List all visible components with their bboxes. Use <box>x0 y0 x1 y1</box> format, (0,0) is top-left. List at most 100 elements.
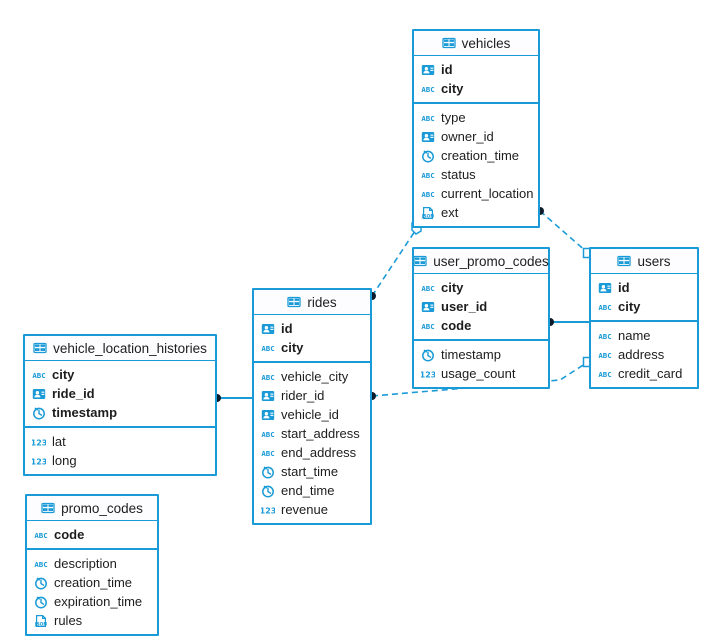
abc-text-icon: ABC <box>261 370 275 384</box>
svg-text:ABC: ABC <box>598 351 611 360</box>
123-number-icon: 123 <box>32 435 46 449</box>
table-header-rides[interactable]: rides <box>254 290 370 315</box>
contact-card-icon <box>261 408 275 422</box>
table-title: vehicles <box>461 35 511 51</box>
relationship-user-promo-codes-to-users <box>546 318 589 326</box>
table-header-promo_codes[interactable]: promo_codes <box>27 496 157 521</box>
table-grid-icon <box>41 501 55 515</box>
abc-text-icon: ABC <box>598 329 612 343</box>
svg-text:123: 123 <box>261 506 275 515</box>
abc-text-icon: ABC <box>421 82 435 96</box>
column-row[interactable]: 123 usage_count <box>414 364 548 383</box>
column-row[interactable]: end_time <box>254 481 370 500</box>
column-name: usage_count <box>441 366 516 381</box>
column-row[interactable]: start_time <box>254 462 370 481</box>
123-number-icon: 123 <box>261 503 275 517</box>
relationship-vehicle-location-histories-to-rides <box>213 394 252 402</box>
clock-icon <box>261 465 275 479</box>
column-name: ext <box>441 205 459 220</box>
column-name: creation_time <box>441 148 520 163</box>
svg-text:ABC: ABC <box>261 373 274 382</box>
column-row[interactable]: 123 long <box>25 451 215 470</box>
column-row[interactable]: id <box>591 278 697 297</box>
clock-icon <box>34 595 48 609</box>
clock-icon <box>421 348 435 362</box>
column-row[interactable]: ABC type <box>414 108 538 127</box>
table-header-vehicle_location_histories[interactable]: vehicle_location_histories <box>25 336 215 361</box>
svg-text:ABC: ABC <box>34 531 47 540</box>
table-grid-icon <box>33 341 47 355</box>
column-row[interactable]: vehicle_id <box>254 405 370 424</box>
123-number-icon: 123 <box>421 367 435 381</box>
column-row[interactable]: expiration_time <box>27 592 157 611</box>
column-name: owner_id <box>441 129 494 144</box>
column-row[interactable]: timestamp <box>25 403 215 422</box>
column-name: code <box>54 527 85 542</box>
column-name: city <box>281 340 304 355</box>
column-row[interactable]: owner_id <box>414 127 538 146</box>
column-row[interactable]: timestamp <box>414 345 548 364</box>
table-header-vehicles[interactable]: vehicles <box>414 31 538 56</box>
primary-key-section-promo_codes: ABC code <box>27 521 157 550</box>
svg-text:JSON: JSON <box>421 213 434 219</box>
contact-card-icon <box>421 300 435 314</box>
column-row[interactable]: JSON ext <box>414 203 538 222</box>
column-row[interactable]: creation_time <box>27 573 157 592</box>
column-row[interactable]: user_id <box>414 297 548 316</box>
column-row[interactable]: id <box>254 319 370 338</box>
column-row[interactable]: id <box>414 60 538 79</box>
column-name: ride_id <box>52 386 95 401</box>
abc-text-icon: ABC <box>421 111 435 125</box>
column-row[interactable]: ABC code <box>27 525 157 544</box>
column-row[interactable]: rider_id <box>254 386 370 405</box>
column-row[interactable]: creation_time <box>414 146 538 165</box>
json-file-icon: JSON <box>34 614 48 628</box>
123-number-icon: 123 <box>32 454 46 468</box>
table-header-user_promo_codes[interactable]: user_promo_codes <box>413 249 549 274</box>
column-name: type <box>441 110 466 125</box>
contact-card-icon <box>421 63 435 77</box>
table-grid-icon <box>441 36 456 50</box>
svg-text:ABC: ABC <box>421 171 434 180</box>
abc-text-icon: ABC <box>421 319 435 333</box>
table-header-users[interactable]: users <box>591 249 697 274</box>
column-name: start_address <box>281 426 360 441</box>
table-title: rides <box>307 294 337 310</box>
contact-card-icon <box>261 322 275 336</box>
column-row[interactable]: ride_id <box>25 384 215 403</box>
column-name: long <box>52 453 77 468</box>
abc-text-icon: ABC <box>598 300 612 314</box>
svg-text:ABC: ABC <box>261 344 274 353</box>
svg-text:ABC: ABC <box>421 322 434 331</box>
column-row[interactable]: ABC city <box>254 338 370 357</box>
